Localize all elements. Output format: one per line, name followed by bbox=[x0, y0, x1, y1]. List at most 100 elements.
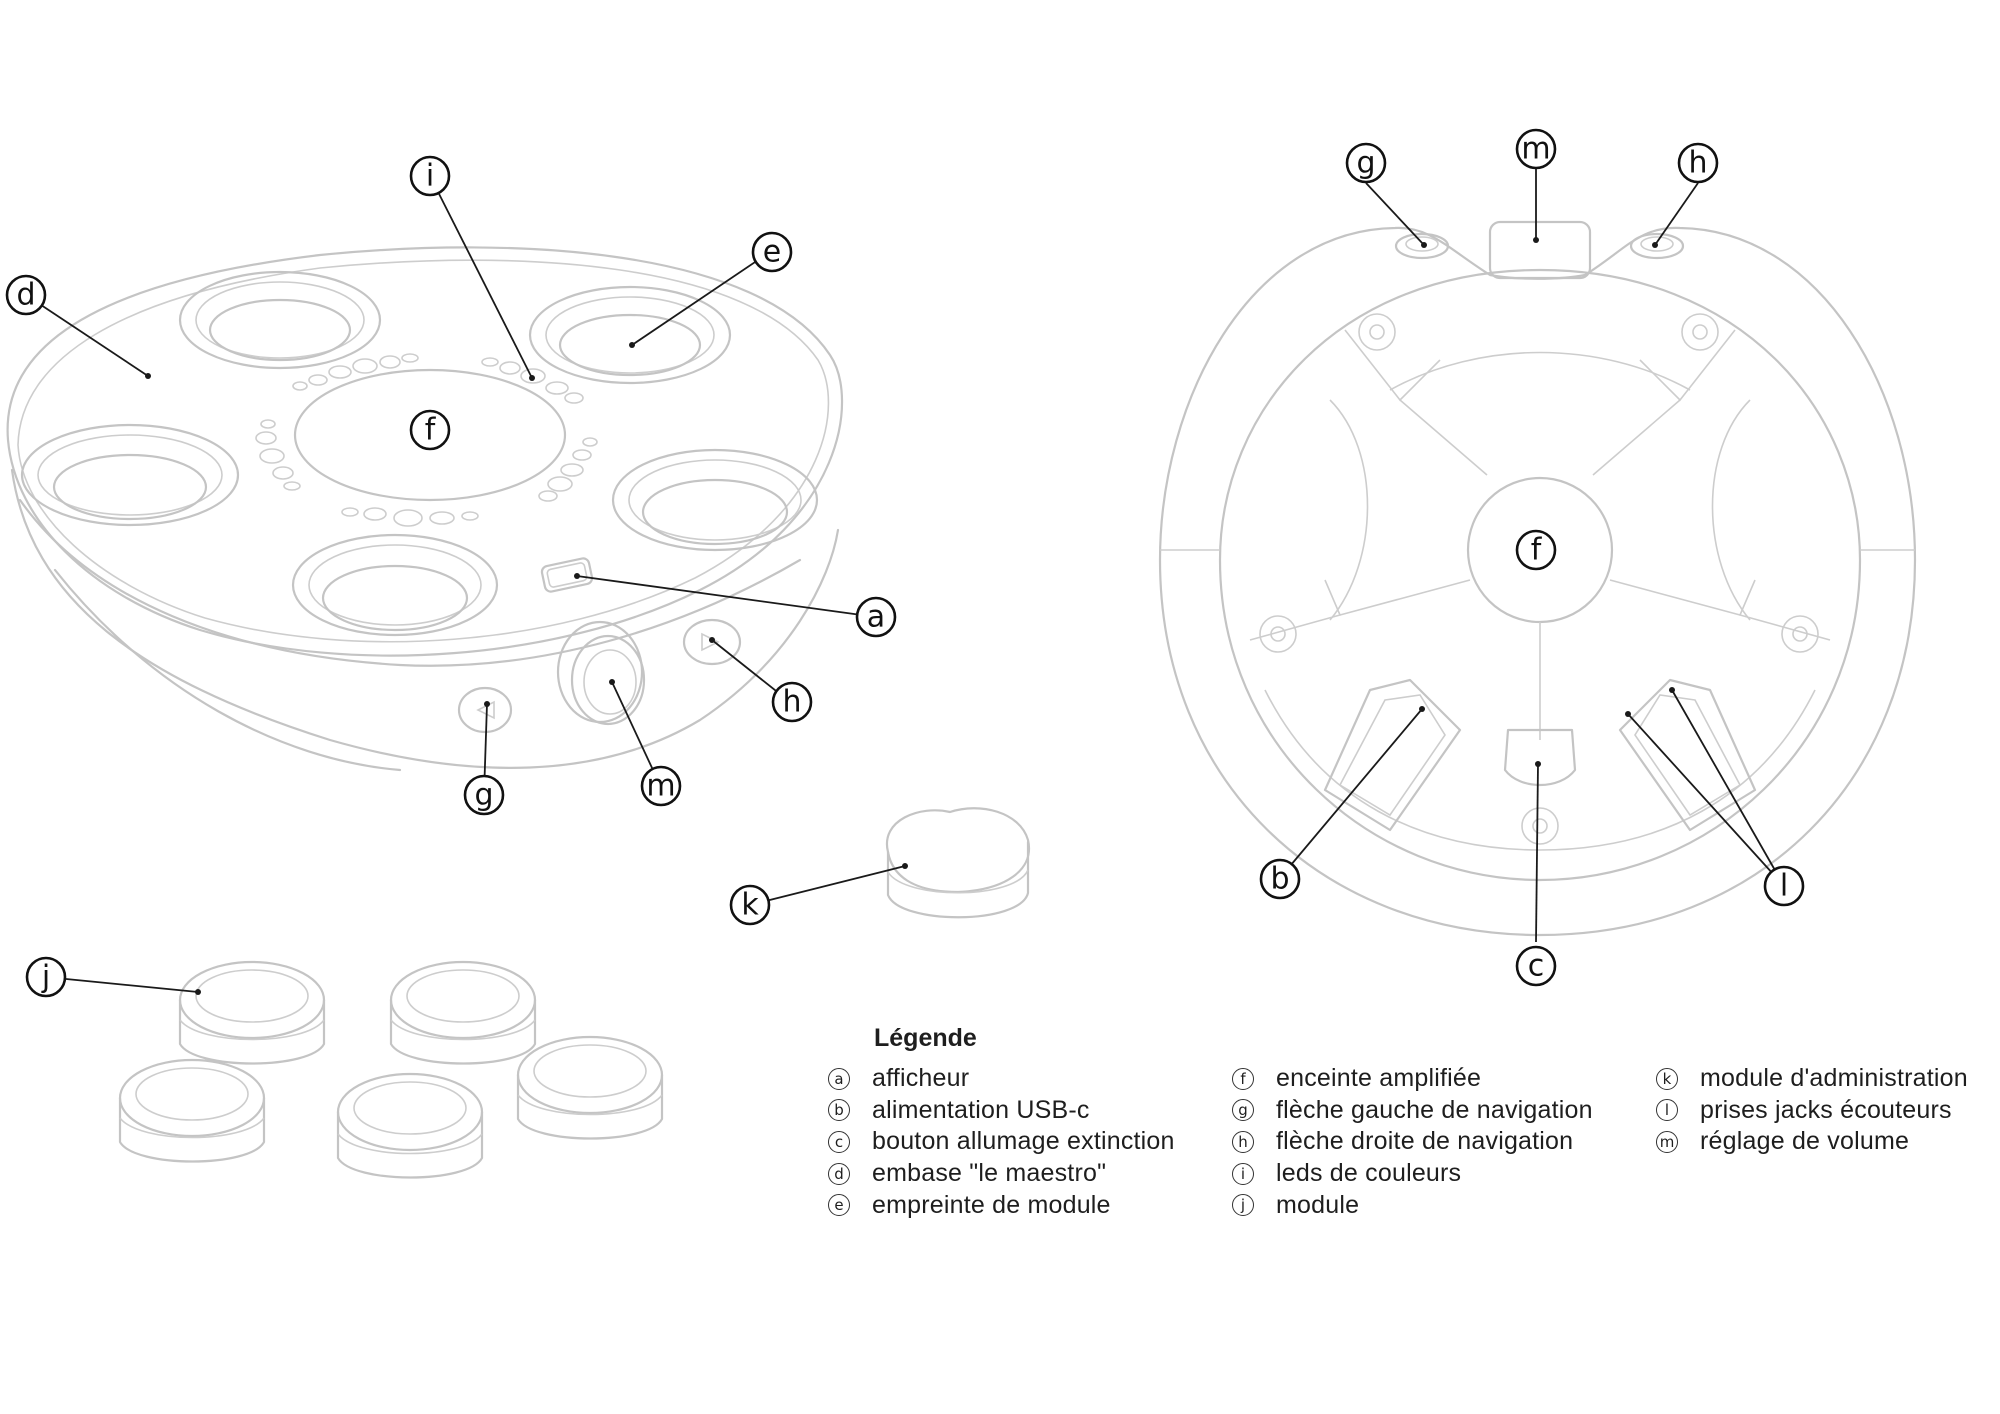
iso-left-arrow-button bbox=[457, 686, 513, 734]
callout-iso-m: m bbox=[640, 765, 682, 807]
module-2 bbox=[389, 960, 537, 1065]
svg-text:a: a bbox=[867, 600, 885, 635]
legend: Légende a afficheur b alimentation USB-c c… bbox=[828, 1024, 1988, 1221]
callout-top-f: f bbox=[1515, 529, 1557, 571]
callout-top-l: l bbox=[1763, 865, 1805, 907]
iso-socket-front bbox=[291, 533, 499, 637]
callout-iso-d: d bbox=[5, 274, 47, 316]
callout-top-m: m bbox=[1515, 128, 1557, 170]
legend-item-label: empreinte de module bbox=[872, 1190, 1111, 1219]
top-view-drawing bbox=[1158, 220, 1917, 937]
admin-module-drawing bbox=[885, 807, 1031, 919]
legend-item-label: flèche gauche de navigation bbox=[1276, 1095, 1593, 1124]
svg-text:c: c bbox=[1528, 949, 1545, 984]
legend-item: e empreinte de module bbox=[828, 1189, 1232, 1221]
svg-text:h: h bbox=[1688, 146, 1707, 181]
svg-text:d: d bbox=[16, 278, 35, 313]
legend-column-2: f enceinte amplifiée g flèche gauche de na… bbox=[1232, 1063, 1656, 1221]
legend-item: b alimentation USB-c bbox=[828, 1095, 1232, 1127]
modules-drawing bbox=[118, 960, 664, 1179]
svg-text:f: f bbox=[1531, 533, 1543, 568]
legend-item: a afficheur bbox=[828, 1063, 1232, 1095]
callout-iso-g: g bbox=[463, 774, 505, 816]
legend-item-badge: g bbox=[1232, 1099, 1254, 1122]
legend-item: i leds de couleurs bbox=[1232, 1158, 1656, 1190]
iso-leds bbox=[255, 353, 598, 527]
legend-column-1: a afficheur b alimentation USB-c c bouton a… bbox=[828, 1063, 1232, 1221]
svg-text:g: g bbox=[1356, 146, 1375, 181]
module-5 bbox=[336, 1072, 484, 1179]
callout-iso-h: h bbox=[771, 681, 813, 723]
legend-item-label: module bbox=[1276, 1190, 1360, 1219]
legend-item-badge: l bbox=[1656, 1099, 1678, 1122]
leader-lines bbox=[25, 168, 1785, 995]
legend-item-badge: d bbox=[828, 1162, 850, 1185]
legend-item-label: afficheur bbox=[872, 1064, 970, 1093]
callout-iso-a: a bbox=[855, 596, 897, 638]
legend-title: Légende bbox=[874, 1024, 977, 1052]
legend-item-badge: e bbox=[828, 1194, 850, 1217]
svg-text:i: i bbox=[426, 159, 434, 194]
svg-text:b: b bbox=[1270, 862, 1289, 897]
iso-socket-left bbox=[20, 423, 240, 527]
legend-item: g flèche gauche de navigation bbox=[1232, 1095, 1656, 1127]
callout-top-b: b bbox=[1259, 858, 1301, 900]
top-jack-ports bbox=[1618, 678, 1757, 832]
top-usb-port bbox=[1323, 678, 1462, 832]
module-3 bbox=[118, 1058, 266, 1163]
callout-iso-f: f bbox=[409, 409, 451, 451]
legend-item-label: réglage de volume bbox=[1700, 1127, 1910, 1156]
legend-item-badge: c bbox=[828, 1130, 850, 1153]
svg-text:h: h bbox=[782, 685, 801, 720]
legend-item: m réglage de volume bbox=[1656, 1126, 1986, 1158]
svg-text:g: g bbox=[474, 778, 493, 813]
legend-item-label: module d'administration bbox=[1700, 1064, 1968, 1093]
top-power-button bbox=[1503, 728, 1577, 787]
iso-socket-top-left bbox=[178, 270, 382, 370]
legend-item-badge: i bbox=[1232, 1162, 1254, 1185]
legend-item-badge: a bbox=[828, 1067, 850, 1090]
callout-iso-e: e bbox=[751, 231, 793, 273]
legend-columns: a afficheur b alimentation USB-c c bouton a… bbox=[828, 1063, 1988, 1221]
legend-item-badge: f bbox=[1232, 1067, 1254, 1090]
callout-iso-j: j bbox=[25, 956, 67, 998]
legend-item-badge: h bbox=[1232, 1130, 1254, 1153]
legend-item: h flèche droite de navigation bbox=[1232, 1126, 1656, 1158]
callout-top-g: g bbox=[1345, 142, 1387, 184]
callout-iso-k: k bbox=[729, 884, 771, 926]
legend-item-badge: j bbox=[1232, 1194, 1254, 1217]
callout-top-h: h bbox=[1677, 142, 1719, 184]
svg-text:k: k bbox=[741, 888, 759, 923]
legend-item-badge: k bbox=[1656, 1067, 1678, 1090]
iso-display bbox=[540, 557, 594, 593]
legend-item: f enceinte amplifiée bbox=[1232, 1063, 1656, 1095]
svg-text:f: f bbox=[425, 413, 437, 448]
legend-item-badge: m bbox=[1656, 1130, 1678, 1153]
svg-text:j: j bbox=[41, 960, 50, 995]
svg-text:m: m bbox=[1521, 132, 1550, 167]
legend-column-3: k module d'administration l prises jacks é… bbox=[1656, 1063, 1986, 1221]
iso-speaker bbox=[293, 368, 567, 502]
legend-item: l prises jacks écouteurs bbox=[1656, 1095, 1986, 1127]
legend-item-badge: b bbox=[828, 1099, 850, 1122]
legend-item-label: leds de couleurs bbox=[1276, 1159, 1462, 1188]
callout-iso-i: i bbox=[409, 155, 451, 197]
module-4 bbox=[516, 1035, 664, 1140]
legend-item-label: bouton allumage extinction bbox=[872, 1127, 1175, 1156]
legend-item: k module d'administration bbox=[1656, 1063, 1986, 1095]
iso-base-drawing bbox=[6, 246, 844, 772]
svg-text:e: e bbox=[763, 235, 781, 270]
legend-item: c bouton allumage extinction bbox=[828, 1126, 1232, 1158]
legend-item-label: prises jacks écouteurs bbox=[1700, 1095, 1952, 1124]
legend-item-label: enceinte amplifiée bbox=[1276, 1064, 1482, 1093]
svg-text:l: l bbox=[1780, 869, 1788, 904]
legend-item-label: alimentation USB-c bbox=[872, 1095, 1090, 1124]
legend-item-label: flèche droite de navigation bbox=[1276, 1127, 1574, 1156]
iso-socket-top-right bbox=[528, 285, 732, 385]
svg-text:m: m bbox=[646, 769, 675, 804]
iso-volume-knob bbox=[556, 620, 646, 726]
module-1 bbox=[178, 960, 326, 1065]
